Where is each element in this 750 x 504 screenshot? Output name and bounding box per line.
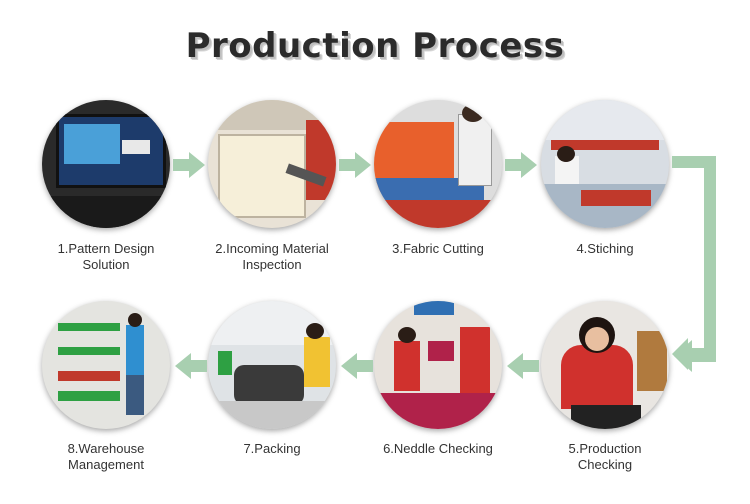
step-4-label: 4.Stiching <box>530 241 680 257</box>
step-6-photo <box>374 301 502 429</box>
step-4-label-line1: 4.Stiching <box>530 241 680 257</box>
arrow-2-to-3 <box>339 150 373 180</box>
arrow-7-to-8 <box>173 351 207 381</box>
step-7-label: 7.Packing <box>197 441 347 457</box>
step-3-label-line1: 3.Fabric Cutting <box>363 241 513 257</box>
step-4-photo <box>541 100 669 228</box>
arrow-6-to-7 <box>339 351 373 381</box>
step-2-photo <box>208 100 336 228</box>
step-8-label-line1: 8.Warehouse <box>31 441 181 457</box>
step-7-photo <box>208 301 336 429</box>
step-8-photo <box>42 301 170 429</box>
step-6-label-line1: 6.Neddle Checking <box>363 441 513 457</box>
step-2-label-line1: 2.Incoming Material <box>197 241 347 257</box>
step-2-label-line2: Inspection <box>197 257 347 273</box>
arrow-3-to-4 <box>505 150 539 180</box>
step-8-label-line2: Management <box>31 457 181 473</box>
step-3-label: 3.Fabric Cutting <box>363 241 513 257</box>
arrow-1-to-2 <box>173 150 207 180</box>
step-8-label: 8.Warehouse Management <box>31 441 181 473</box>
step-7-label-line1: 7.Packing <box>197 441 347 457</box>
step-1-label: 1.Pattern Design Solution <box>31 241 181 273</box>
step-5-label-line1: 5.Production <box>530 441 680 457</box>
step-1-label-line2: Solution <box>31 257 181 273</box>
arrow-5-to-6 <box>505 351 539 381</box>
step-5-label: 5.Production Checking <box>530 441 680 473</box>
step-5-label-line2: Checking <box>530 457 680 473</box>
step-3-photo <box>374 100 502 228</box>
page-title: Production Process <box>0 26 750 66</box>
step-1-label-line1: 1.Pattern Design <box>31 241 181 257</box>
step-5-photo <box>541 301 669 429</box>
step-2-label: 2.Incoming Material Inspection <box>197 241 347 273</box>
arrow-4-to-5 <box>672 152 722 382</box>
step-6-label: 6.Neddle Checking <box>363 441 513 457</box>
step-1-photo <box>42 100 170 228</box>
